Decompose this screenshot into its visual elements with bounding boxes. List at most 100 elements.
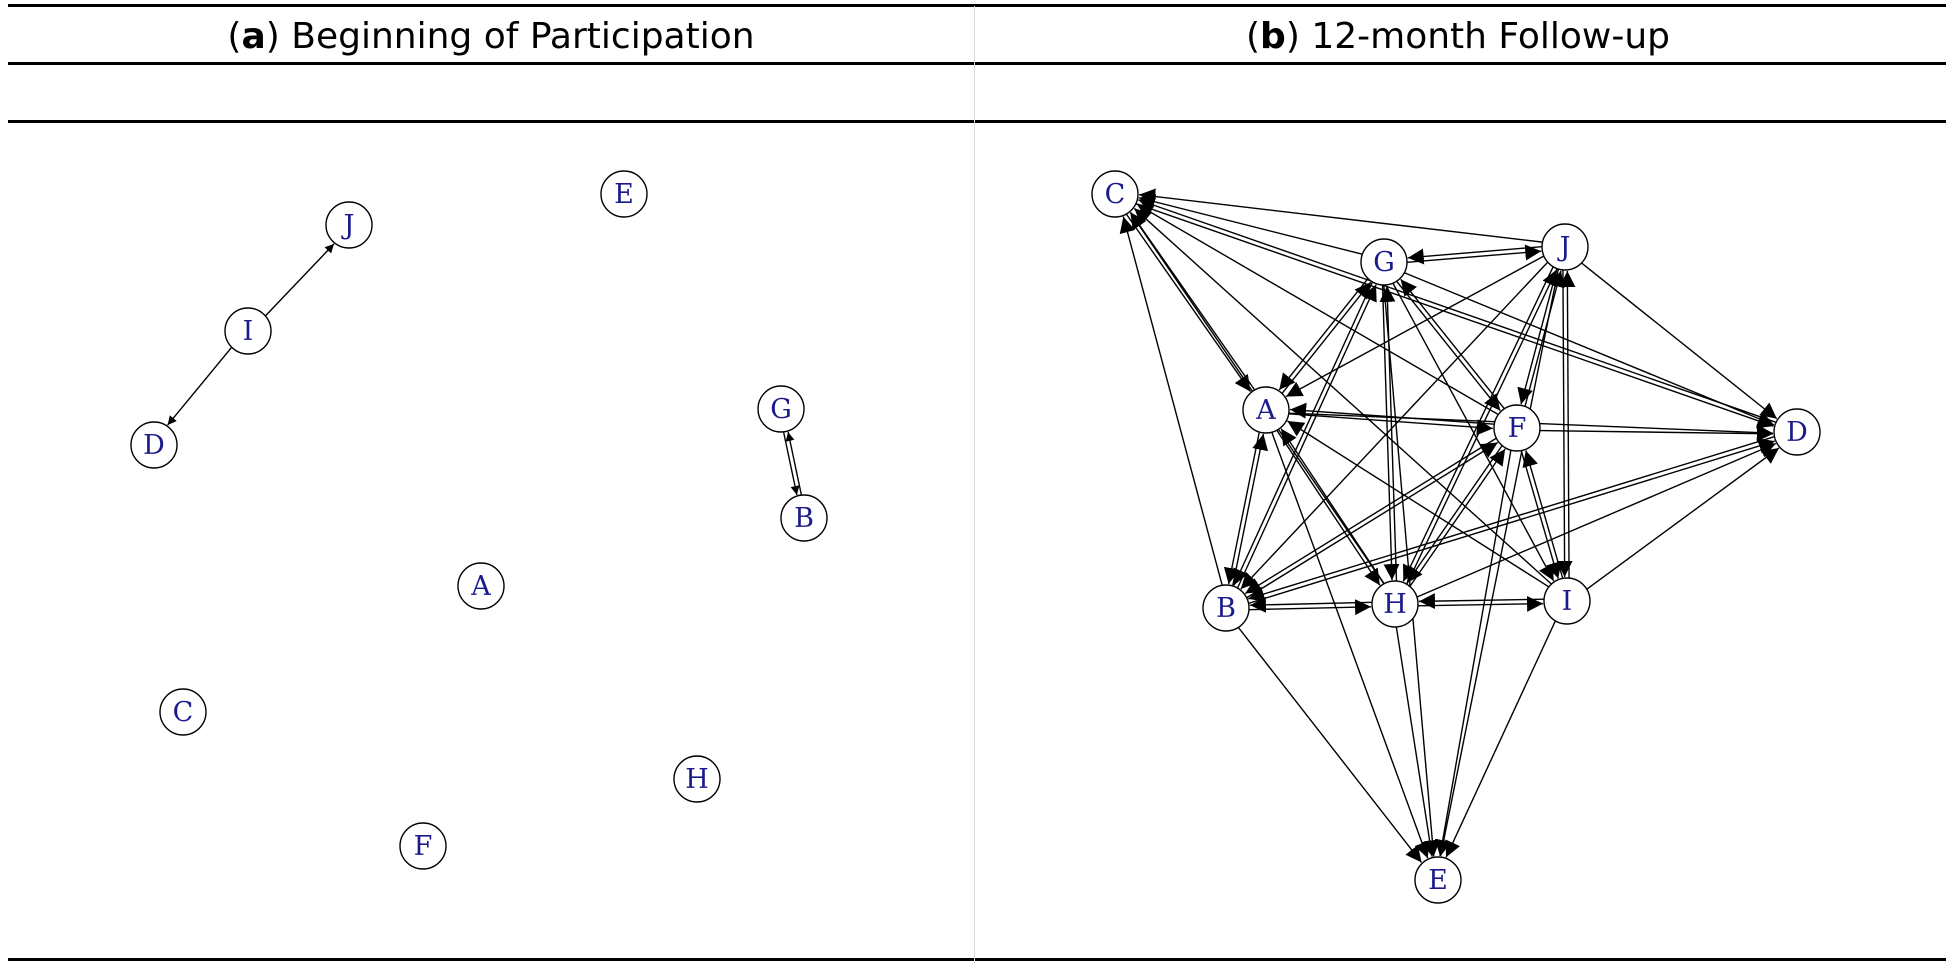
panel-b-node-label: E bbox=[1428, 865, 1448, 896]
panel-b-edge-g-to-e bbox=[1383, 285, 1441, 857]
panel-b-node-i: I bbox=[1543, 577, 1591, 625]
panel-a-node-circle bbox=[224, 307, 272, 355]
panel-a-node-circle bbox=[673, 755, 721, 803]
panel-b-edge-f-to-d bbox=[1539, 425, 1773, 442]
panel-b-edge-b-to-a bbox=[1232, 433, 1269, 587]
panel-b-edge-j-to-h bbox=[1402, 266, 1554, 582]
panel-a-node-circle bbox=[399, 822, 447, 870]
panel-a-node-circle bbox=[159, 688, 207, 736]
panel-a-node-circle bbox=[757, 385, 805, 433]
panel-b-node-circle bbox=[1371, 580, 1419, 628]
panel-b-edge-j-to-c bbox=[1139, 188, 1543, 243]
panel-b-edge-j-to-i bbox=[1556, 270, 1573, 578]
panel-b-edge-i-to-d bbox=[1586, 447, 1780, 590]
panel-b-edge-g-to-a bbox=[1278, 278, 1369, 391]
panel-a-letter: a bbox=[241, 15, 266, 57]
panel-b-edge-g-to-b bbox=[1233, 281, 1374, 586]
panel-b-node-label: B bbox=[1216, 593, 1236, 624]
panel-a-node-h: H bbox=[673, 755, 721, 803]
panel-b-edge-f-to-j bbox=[1524, 270, 1565, 407]
panel-b-edge-i-to-f bbox=[1522, 450, 1564, 579]
panel-b-edge-i-to-a bbox=[1287, 420, 1550, 588]
panel-a-node-circle bbox=[325, 201, 373, 249]
panel-b-node-b: B bbox=[1202, 584, 1250, 632]
panel-a-edge-i-to-j bbox=[264, 243, 335, 317]
panel-b-edge-f-to-b bbox=[1244, 437, 1497, 595]
panel-b-node-label: C bbox=[1105, 179, 1126, 210]
panel-a-node-g: G bbox=[757, 385, 805, 433]
panel-b-edge-d-to-b bbox=[1248, 436, 1775, 602]
panel-b-node-circle bbox=[1493, 404, 1541, 452]
panel-b-edge-h-to-i bbox=[1418, 595, 1544, 612]
panel-b-node-circle bbox=[1202, 584, 1250, 632]
panel-a-node-b: B bbox=[780, 494, 828, 542]
panel-b-edge-i-to-c bbox=[1133, 207, 1552, 585]
panel-b-edge-i-to-e bbox=[1445, 620, 1556, 858]
panel-b-node-c: C bbox=[1091, 170, 1139, 218]
panel-a-nodes: J E I D G B A C H F bbox=[130, 170, 828, 870]
panel-a-node-label: I bbox=[243, 316, 254, 347]
panel-a-node-f: F bbox=[399, 822, 447, 870]
panel-a-node-circle bbox=[130, 421, 178, 469]
panel-b-edge-f-to-h bbox=[1406, 445, 1503, 584]
panel-b-edge-a-to-g bbox=[1281, 281, 1372, 394]
panel-b-edge-c-to-d bbox=[1135, 202, 1774, 429]
panel-a-node-j: J bbox=[325, 201, 373, 249]
panel-b-edge-h-to-e bbox=[1395, 626, 1438, 857]
panel-a-node-label: J bbox=[341, 210, 355, 241]
panel-a-node-i: I bbox=[224, 307, 272, 355]
bottom-rule bbox=[8, 958, 1946, 961]
panel-b-edge-a-to-h bbox=[1276, 429, 1381, 586]
panel-b-node-label: D bbox=[1786, 417, 1808, 448]
panel-b-edge-i-to-j bbox=[1559, 270, 1576, 578]
panel-a-node-circle bbox=[780, 494, 828, 542]
panel-b-edges bbox=[1119, 188, 1780, 863]
column-separator bbox=[974, 6, 975, 963]
panel-b-node-e: E bbox=[1414, 856, 1462, 904]
panel-b-title: 12-month Follow-up bbox=[1311, 15, 1670, 57]
panel-a-node-a: A bbox=[457, 562, 505, 610]
panel-a-node-circle bbox=[457, 562, 505, 610]
panel-a-node-label: F bbox=[414, 831, 433, 862]
panel-b-edge-f-to-g bbox=[1400, 278, 1505, 410]
panel-b-edge-a-to-e bbox=[1271, 432, 1430, 859]
panel-b-edge-j-to-a bbox=[1285, 255, 1545, 398]
panel-a-edges bbox=[167, 243, 803, 496]
panel-b-node-g: G bbox=[1360, 238, 1408, 286]
panel-b-node-circle bbox=[1091, 170, 1139, 218]
panel-a-node-label: A bbox=[470, 571, 491, 602]
panel-b-node-circle bbox=[1242, 386, 1290, 434]
panel-a-edge-g-to-b bbox=[782, 431, 800, 496]
panel-b-edge-f-to-c bbox=[1136, 203, 1499, 416]
panel-b-edge-j-to-g bbox=[1407, 246, 1542, 265]
panel-b-node-circle bbox=[1773, 408, 1821, 456]
panel-b-header: (b) 12-month Follow-up bbox=[1246, 15, 1670, 57]
panel-a-node-label: G bbox=[770, 394, 792, 425]
panel-b-letter: b bbox=[1260, 15, 1286, 57]
panel-b-edge-g-to-d bbox=[1404, 272, 1775, 427]
panel-b-node-label: I bbox=[1562, 586, 1573, 617]
panel-a-node-d: D bbox=[130, 421, 178, 469]
panel-a-node-c: C bbox=[159, 688, 207, 736]
panel-a-title: Beginning of Participation bbox=[291, 15, 755, 57]
panel-a-node-label: H bbox=[685, 764, 709, 795]
panel-b-node-f: F bbox=[1493, 404, 1541, 452]
panel-b-edge-h-to-j bbox=[1406, 269, 1558, 585]
panel-b-node-label: A bbox=[1255, 395, 1276, 426]
panel-b-node-j: J bbox=[1541, 223, 1589, 271]
panel-b-edge-a-to-b bbox=[1223, 431, 1260, 585]
panel-a-node-label: B bbox=[794, 503, 814, 534]
panel-b-nodes: C G J A F D B H I E bbox=[1091, 170, 1821, 904]
panel-b-edge-g-to-f bbox=[1396, 280, 1501, 412]
panel-a-node-label: C bbox=[173, 697, 194, 728]
panel-b-node-h: H bbox=[1371, 580, 1419, 628]
panel-b-edge-j-to-e bbox=[1435, 268, 1560, 857]
panel-a-header: (a) Beginning of Participation bbox=[227, 15, 755, 57]
panel-a-node-e: E bbox=[600, 170, 648, 218]
panel-a-node-circle bbox=[600, 170, 648, 218]
panel-b-edge-b-to-g bbox=[1236, 284, 1377, 589]
panel-b-edge-b-to-f bbox=[1246, 441, 1499, 599]
panel-b-edge-d-to-c bbox=[1138, 197, 1777, 424]
panel-b-edge-h-to-f bbox=[1409, 448, 1506, 587]
